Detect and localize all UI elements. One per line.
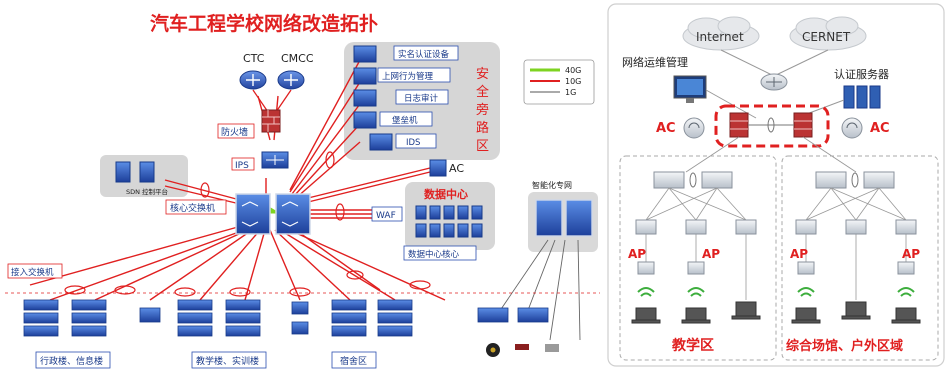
auth-label: 认证服务器 <box>834 68 889 81</box>
ap-devices <box>637 261 915 275</box>
dc-core-label: 数据中心核心 <box>408 249 460 260</box>
bypass-item-0: 实名认证设备 <box>398 49 450 60</box>
cernet-cloud-icon <box>789 16 867 51</box>
edge-router-icon <box>760 73 788 91</box>
sdn-server-icon <box>115 161 155 183</box>
bypass-item-3: 堡垒机 <box>392 115 418 126</box>
legend-label-10g: 10G <box>565 77 581 86</box>
access-switch-row <box>635 219 917 235</box>
venue-zone-label: 综合场馆、户外区域 <box>786 338 903 354</box>
wireless-topology-diagram: Internet CERNET 网络运维管理 认证服务器 <box>607 3 945 367</box>
datacenter-servers <box>415 205 483 238</box>
ac-right-icon <box>841 117 863 139</box>
smart-net-switch-icon <box>535 199 593 237</box>
cernet-label: CERNET <box>802 30 851 44</box>
auth-server-icon <box>843 85 881 109</box>
bypass-item-boxes <box>377 45 459 149</box>
waf-label-box <box>371 206 403 222</box>
wireless-topology-panel: Internet CERNET 网络运维管理 认证服务器 <box>606 0 947 370</box>
teach-zone-frame <box>619 155 777 361</box>
bypass-item-1: 上网行为管理 <box>382 71 434 82</box>
ops-monitor-icon <box>673 75 707 103</box>
firewall-highlight-box <box>714 104 830 148</box>
cernet-uplink <box>773 49 829 77</box>
ctc-uplink <box>252 89 269 113</box>
link-aggregation-marks <box>64 151 431 297</box>
distribution-links <box>685 136 857 173</box>
access-label: 接入交换机 <box>11 267 54 278</box>
smart-net-label: 智能化专网 <box>532 180 572 190</box>
campus-topology-diagram: 汽车工程学校网络改造拓扑 <box>5 12 600 369</box>
bypass-title-char-4: 区 <box>476 139 489 154</box>
diagram-title: 汽车工程学校网络改造拓扑 <box>150 12 378 35</box>
ctc-router-icon <box>239 70 267 90</box>
zone-label-boxes <box>35 351 377 369</box>
ac-controller-icon <box>429 159 447 177</box>
cmcc-router-icon <box>277 70 305 90</box>
ctc-label: CTC <box>243 52 265 65</box>
legend-label-40g: 40G <box>565 66 581 75</box>
datacenter-title: 数据中心 <box>424 187 468 201</box>
zone-label-admin: 行政楼、信息楼 <box>40 355 103 367</box>
access-mesh-links <box>645 187 907 300</box>
ips-label-box <box>231 157 255 171</box>
ap-label-0: AP <box>628 247 646 261</box>
teach-agg-mark <box>689 172 697 188</box>
internet-label: Internet <box>696 30 744 44</box>
venue-agg-mark <box>851 172 859 188</box>
bypass-title-char-2: 旁 <box>476 102 489 118</box>
cmcc-uplink <box>275 89 292 113</box>
wifi-signal-icons <box>637 287 915 297</box>
ap-label-3: AP <box>902 247 920 261</box>
ac-left-label: AC <box>656 121 676 136</box>
smart-net-endpoints <box>486 343 559 357</box>
internet-cloud-icon <box>682 16 760 51</box>
zone-label-dorm: 宿舍区 <box>340 355 367 367</box>
ips-label: IPS <box>235 161 249 171</box>
sdn-label: SDN 控制平台 <box>126 187 168 196</box>
links-1g <box>494 239 581 341</box>
bypass-item-2: 日志审计 <box>404 93 439 104</box>
legend-label-1g: 1G <box>565 88 576 97</box>
core-label: 核心交换机 <box>170 202 215 214</box>
ac-label: AC <box>449 162 464 175</box>
teach-zone-label: 教学区 <box>672 337 714 354</box>
waf-label: WAF <box>376 211 396 221</box>
ac-left-icon <box>683 117 705 139</box>
firewall-label: 防火墙 <box>221 126 248 138</box>
distribution-switches <box>653 171 895 189</box>
ap-label-1: AP <box>702 247 720 261</box>
internet-uplink <box>720 49 775 77</box>
bypass-item-4: IDS <box>406 138 420 148</box>
ops-label: 网络运维管理 <box>622 55 688 69</box>
core-label-box <box>165 199 227 215</box>
core-switch-icon <box>235 193 311 235</box>
dc-core-label-box <box>403 245 477 261</box>
bypass-title-char-0: 安 <box>476 67 489 82</box>
client-laptops <box>631 301 921 324</box>
firewall-icon <box>261 109 281 133</box>
firewall-label-box <box>217 123 255 139</box>
links-10g <box>29 59 446 301</box>
bypass-title-char-1: 全 <box>476 84 489 100</box>
zone-label-teaching: 教学楼、实训楼 <box>196 355 259 367</box>
ac-right-label: AC <box>870 121 890 136</box>
bypass-title-char-3: 路 <box>476 120 489 136</box>
ips-icon <box>261 151 289 169</box>
ap-label-2: AP <box>790 247 808 261</box>
bypass-devices <box>353 45 393 151</box>
cmcc-label: CMCC <box>281 52 314 65</box>
campus-topology-panel: 汽车工程学校网络改造拓扑 <box>5 12 600 369</box>
access-switches <box>23 299 549 337</box>
venue-zone-frame <box>781 155 939 361</box>
access-label-box <box>7 263 63 279</box>
core-firewall-pair-icon <box>729 112 813 138</box>
